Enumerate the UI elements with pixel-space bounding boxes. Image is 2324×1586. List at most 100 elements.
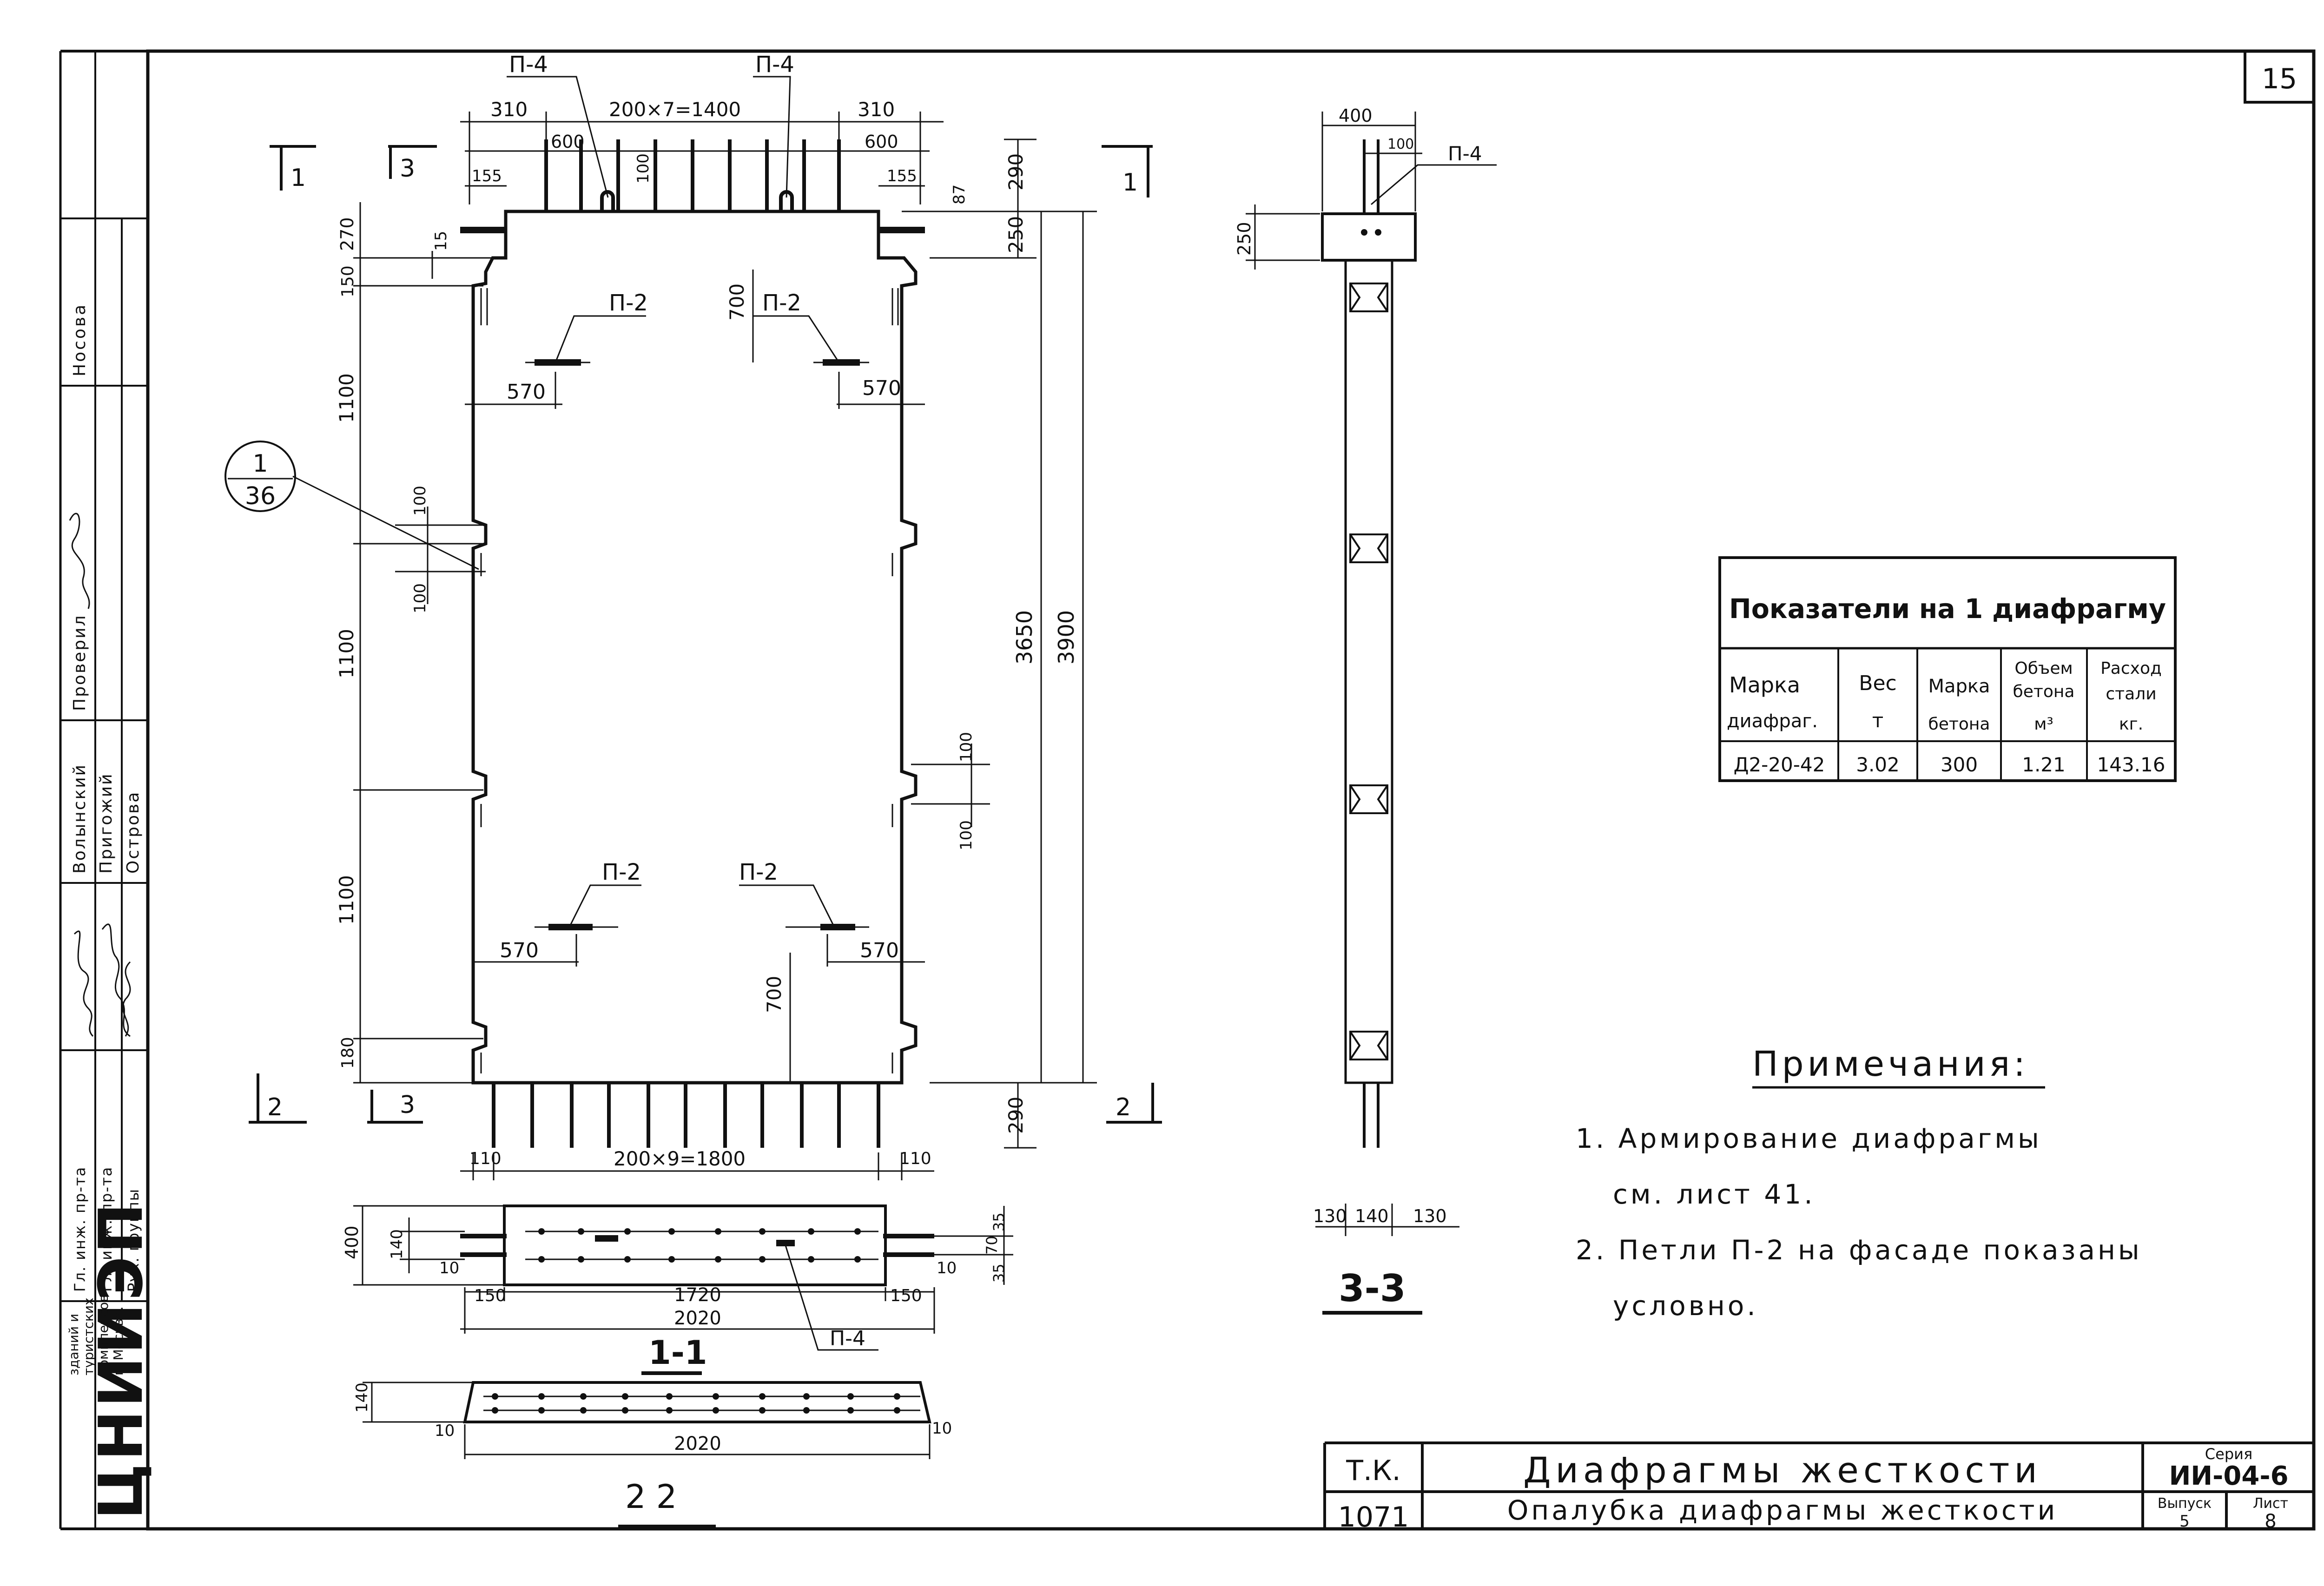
stamp-name-1: Волынский — [70, 763, 89, 874]
svg-text:36: 36 — [245, 482, 276, 510]
title-block: Т.К. 1071 Диафрагмы жесткости Опалубка д… — [1323, 1441, 2314, 1533]
sheet-frame — [59, 49, 2316, 1531]
svg-text:диафраг.: диафраг. — [1727, 711, 1818, 732]
svg-text:1.21: 1.21 — [2022, 753, 2066, 776]
svg-text:290: 290 — [1004, 153, 1027, 191]
svg-text:150: 150 — [338, 265, 357, 297]
note-1: 1. Армирование диафрагмы — [1576, 1123, 2042, 1154]
svg-text:100: 100 — [634, 153, 653, 184]
svg-text:Марка: Марка — [1928, 676, 1990, 697]
svg-text:140: 140 — [388, 1229, 406, 1259]
svg-text:180: 180 — [338, 1037, 357, 1069]
section-3-3-label: 3-3 — [1339, 1267, 1406, 1310]
svg-text:155: 155 — [887, 167, 917, 185]
svg-text:1: 1 — [290, 164, 306, 192]
svg-text:3: 3 — [400, 1091, 415, 1119]
stamp-name-2: Пригожий — [97, 773, 116, 874]
svg-text:П-4: П-4 — [830, 1327, 865, 1350]
note-2b: условно. — [1613, 1290, 1758, 1322]
svg-text:10: 10 — [435, 1421, 455, 1440]
svg-text:35: 35 — [990, 1264, 1008, 1283]
svg-text:200×9=1800: 200×9=1800 — [614, 1147, 746, 1170]
sheet-number: 15 — [2262, 63, 2297, 95]
svg-text:1720: 1720 — [674, 1284, 721, 1306]
svg-text:250: 250 — [1234, 222, 1254, 256]
svg-text:570: 570 — [500, 939, 539, 962]
svg-text:400: 400 — [1339, 105, 1373, 126]
svg-text:110: 110 — [899, 1149, 931, 1168]
svg-text:Объем: Объем — [2014, 659, 2073, 678]
svg-text:570: 570 — [860, 939, 899, 962]
svg-text:270: 270 — [337, 217, 357, 251]
svg-text:150: 150 — [474, 1286, 506, 1305]
stamp-role-1: Гл. инж. пр-та — [71, 1166, 89, 1292]
section-1-1-label: 1-1 — [648, 1334, 707, 1372]
svg-text:Расход: Расход — [2100, 659, 2162, 678]
stamp-role-3: Рук. группы — [125, 1188, 142, 1292]
detail-callout: 1 36 — [224, 441, 479, 570]
note-2: 2. Петли П-2 на фасаде показаны — [1576, 1234, 2142, 1266]
svg-text:5: 5 — [2179, 1512, 2190, 1531]
stamp-checked-label: Проверил — [70, 614, 89, 711]
svg-text:2: 2 — [1116, 1093, 1131, 1121]
section-2-2: 140 10 10 2020 2 2 — [353, 1381, 952, 1528]
section-arrows — [249, 145, 1162, 1124]
svg-text:130: 130 — [1313, 1206, 1347, 1226]
signatures — [69, 513, 131, 1037]
svg-text:Вес: Вес — [1859, 671, 1896, 695]
stamp-name-3: Острова — [124, 791, 143, 874]
svg-text:комплексов: комплексов — [96, 1294, 111, 1375]
p2-loops — [525, 359, 869, 930]
svg-text:П-2: П-2 — [762, 290, 801, 316]
svg-text:1100: 1100 — [335, 373, 358, 423]
svg-text:П-4: П-4 — [509, 52, 548, 78]
svg-text:700: 700 — [763, 976, 786, 1013]
svg-text:Марка: Марка — [1729, 672, 1800, 698]
svg-text:310: 310 — [490, 98, 528, 121]
stamp-checked-name: Носова — [70, 303, 89, 376]
sheet-number-box: 15 — [2244, 50, 2315, 104]
svg-text:10: 10 — [439, 1259, 459, 1277]
svg-text:100: 100 — [957, 820, 976, 850]
svg-text:200×7=1400: 200×7=1400 — [609, 98, 741, 121]
svg-text:стали: стали — [2106, 684, 2156, 704]
svg-text:кг.: кг. — [2119, 715, 2143, 734]
svg-text:Выпуск: Выпуск — [2158, 1495, 2212, 1512]
svg-text:140: 140 — [353, 1382, 371, 1413]
svg-text:П-4: П-4 — [1448, 142, 1482, 165]
notes: Примечания: 1. Армирование диафрагмы см.… — [1576, 1044, 2142, 1322]
panel-outline — [471, 210, 918, 1085]
top-rebars — [544, 139, 841, 211]
title-block-title: Диафрагмы жесткости — [1523, 1449, 2042, 1491]
title-block-subtitle: Опалубка диафрагмы жесткости — [1507, 1494, 2058, 1526]
svg-text:1100: 1100 — [335, 629, 358, 678]
stamp-role-2: Гл. инж. пр-та — [98, 1166, 115, 1292]
svg-text:700: 700 — [726, 283, 748, 321]
svg-text:140: 140 — [1355, 1206, 1389, 1226]
stamp-org-logo: ЦНИИЭП — [86, 1200, 156, 1520]
svg-text:Лист: Лист — [2253, 1495, 2288, 1512]
svg-text:3900: 3900 — [1054, 610, 1079, 665]
svg-text:150: 150 — [890, 1286, 922, 1305]
key-grooves — [1349, 283, 1388, 1060]
loop-p4-left — [600, 190, 615, 211]
section-2-2-label: 2 2 — [625, 1478, 677, 1516]
svg-text:310: 310 — [858, 98, 895, 121]
svg-text:15: 15 — [432, 231, 450, 251]
svg-text:Серия: Серия — [2205, 1445, 2252, 1463]
title-block-tk: Т.К. — [1346, 1454, 1400, 1487]
svg-text:П-2: П-2 — [609, 290, 648, 316]
svg-text:П-2: П-2 — [739, 859, 778, 885]
svg-text:г. Москва.: г. Москва. — [111, 1306, 126, 1375]
svg-text:3.02: 3.02 — [1856, 753, 1900, 776]
svg-text:1: 1 — [1122, 169, 1138, 197]
svg-text:10: 10 — [932, 1419, 952, 1438]
svg-text:400: 400 — [342, 1225, 362, 1259]
elevation-view: П-2 П-2 П-2 П-2 П-4 П-4 310 200×7=1400 3… — [224, 52, 1162, 1180]
notes-title: Примечания: — [1752, 1044, 2029, 1084]
svg-text:250: 250 — [1004, 216, 1027, 253]
stamp-org-sub: зданий и туристских комплексов г. Москва… — [66, 1294, 126, 1375]
indicators-table: Показатели на 1 диафрагму Марка диафраг.… — [1718, 556, 2177, 782]
svg-text:87: 87 — [950, 184, 969, 204]
svg-text:1: 1 — [252, 450, 268, 478]
